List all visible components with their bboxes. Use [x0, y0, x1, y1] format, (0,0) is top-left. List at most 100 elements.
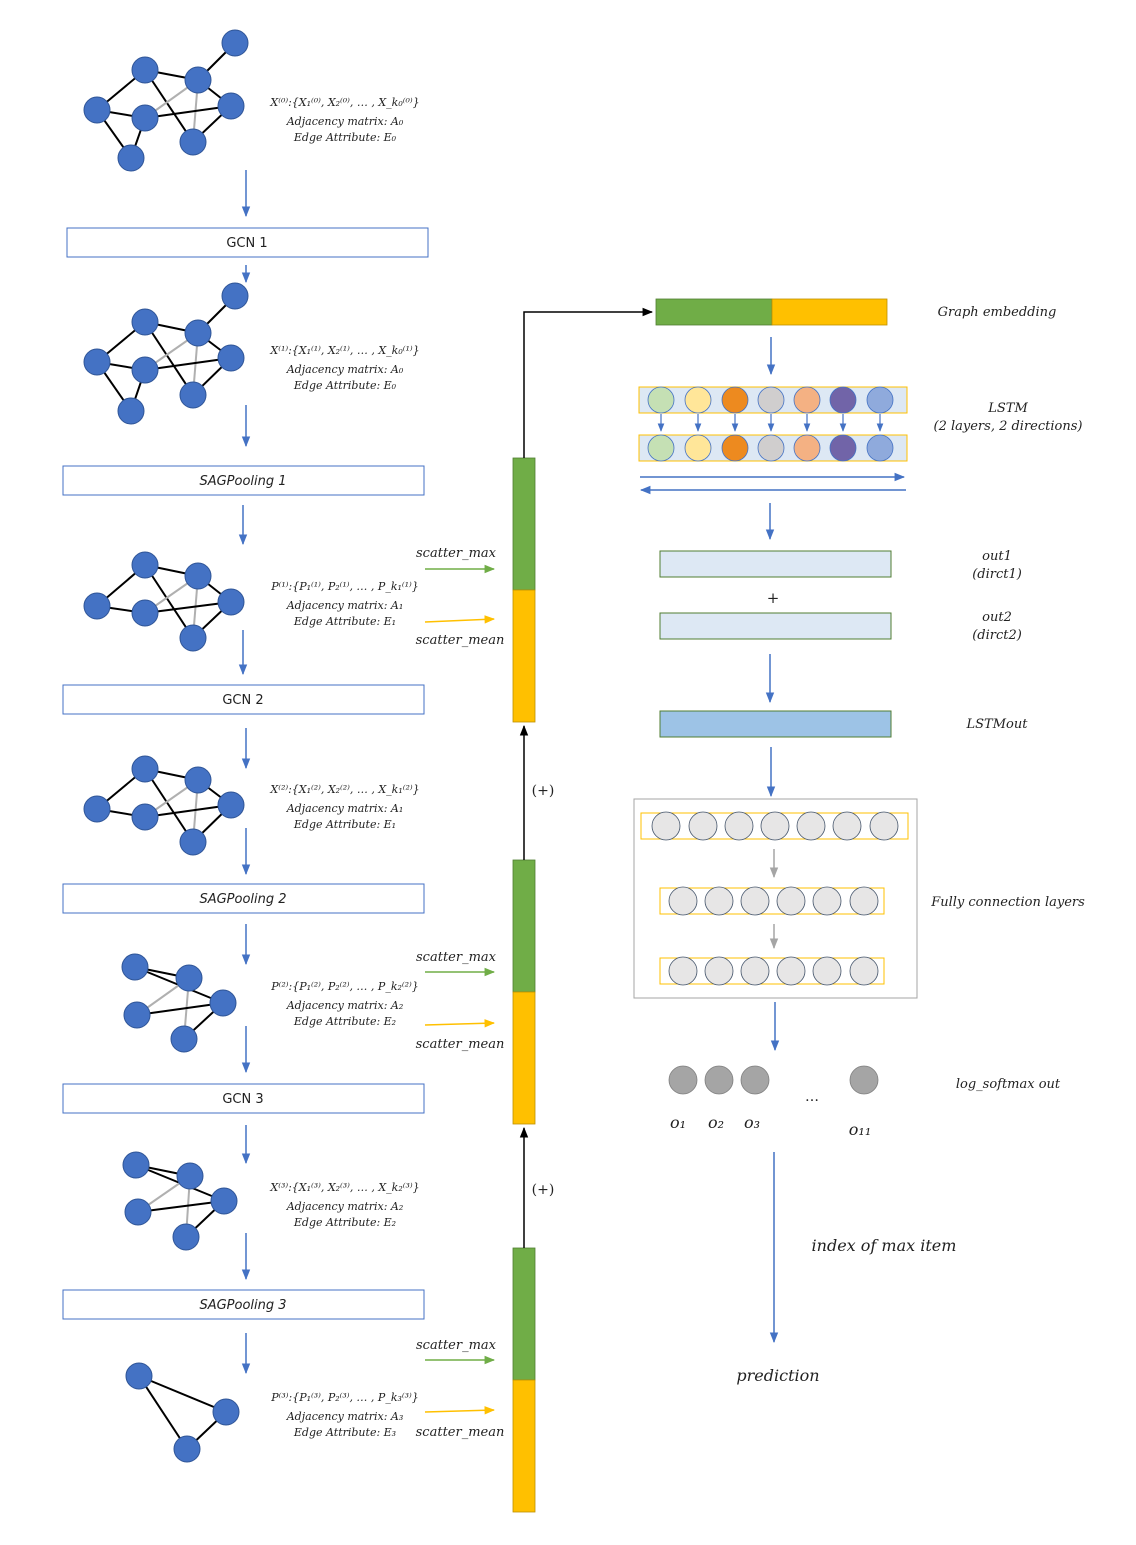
out2-label: out2 [982, 610, 1012, 625]
annotation-g1-adjacency: Adjacency matrix: A₀ [286, 363, 404, 376]
fc-neuron-layer-2 [740, 886, 770, 916]
graph-5-node [122, 1151, 150, 1179]
graph-embedding-label: Graph embedding [938, 305, 1057, 320]
graph-6-edge [138, 1375, 188, 1450]
lstm-unit-l1 [866, 386, 894, 414]
graph-1-edge [144, 357, 232, 371]
annotation-p2: P⁽²⁾:{P₁⁽²⁾, P₂⁽²⁾, … , P_k₂⁽²⁾} Adjacen… [270, 980, 418, 1028]
annotation-g2-adjacency: Adjacency matrix: A₁ [286, 802, 404, 815]
lstm-unit-l1 [721, 386, 749, 414]
lstm-unit-l2 [793, 434, 821, 462]
lstm-block [638, 386, 908, 462]
annotation-g0-adjacency: Adjacency matrix: A₀ [286, 115, 404, 128]
sum-arrows [519, 307, 654, 1248]
scatter-mean-label-1: scatter_mean [416, 633, 505, 648]
left-flow-arrows [238, 170, 251, 1375]
graph-0-node [131, 104, 159, 132]
fc-neuron-layer-3 [849, 956, 879, 986]
annotation-g1: X⁽¹⁾:{X₁⁽¹⁾, X₂⁽¹⁾, … , X_k₀⁽¹⁾} Adjacen… [269, 344, 419, 392]
graph-3-edge [144, 804, 232, 818]
annotation-g0: X⁽⁰⁾:{X₁⁽⁰⁾, X₂⁽⁰⁾, … , X_k₀⁽⁰⁾} Adjacen… [269, 96, 419, 144]
log-softmax-label: log_softmax out [956, 1077, 1061, 1092]
fc-neuron-layer-1 [796, 811, 826, 841]
graph-0-edge [144, 105, 232, 119]
gcn2-box: GCN 2 [62, 684, 425, 715]
fc-neuron-layer-1 [760, 811, 790, 841]
graph-3-node [131, 803, 159, 831]
annotation-p3: P⁽³⁾:{P₁⁽³⁾, P₂⁽³⁾, … , P_k₃⁽³⁾} Adjacen… [270, 1391, 418, 1439]
graph-2-node [131, 599, 159, 627]
arrow-to-graph-embedding [523, 307, 654, 458]
fc-neuron-layer-2 [668, 886, 698, 916]
graph-0-edge [144, 69, 194, 143]
fc-neuron-layer-3 [812, 956, 842, 986]
graph-2-edge [144, 601, 232, 614]
sagpooling3-box: SAGPooling 3 [62, 1289, 425, 1320]
gcn3-box: GCN 3 [62, 1083, 425, 1114]
graph-2-edge [144, 564, 194, 639]
graph-1-node [179, 381, 207, 409]
graph-5-node [124, 1198, 152, 1226]
graph-1-node [184, 319, 212, 347]
output-label-o2: o₂ [708, 1113, 724, 1132]
gcn3-label: GCN 3 [222, 1092, 263, 1107]
fc-neuron-layer-2 [704, 886, 734, 916]
lstm-unit-l1 [829, 386, 857, 414]
scatter-mean-label-3: scatter_mean [416, 1425, 505, 1440]
softmax-output-node [704, 1065, 734, 1095]
graph-4-node [123, 1001, 151, 1029]
fc-neuron-layer-2 [849, 886, 879, 916]
graph-3-node [217, 791, 245, 819]
out-plus-sign: + [767, 589, 780, 607]
index-of-max-label: index of max item [812, 1236, 957, 1255]
graph-4-node [209, 989, 237, 1017]
annotation-p3-adjacency: Adjacency matrix: A₃ [286, 1410, 404, 1423]
graph-0-node [83, 96, 111, 124]
plus-label-upper: (+) [532, 783, 555, 799]
graph-2-node [217, 588, 245, 616]
scatter-arrows [424, 564, 496, 1415]
annotation-g2-feature: X⁽²⁾:{X₁⁽²⁾, X₂⁽²⁾, … , X_k₁⁽²⁾} [269, 783, 419, 796]
lstm-unit-l2 [866, 434, 894, 462]
annotation-g3-feature: X⁽³⁾:{X₁⁽³⁾, X₂⁽³⁾, … , X_k₂⁽³⁾} [269, 1181, 419, 1194]
lstmout-box [659, 710, 892, 738]
lstm-unit-l1 [647, 386, 675, 414]
readout-vector-2 [512, 859, 536, 1125]
graph-5-edge [137, 1200, 225, 1213]
graph-0-node [179, 128, 207, 156]
output-label-o3: o₃ [744, 1113, 760, 1132]
right-flow-arrows [639, 337, 906, 1344]
graph-embedding-vector [655, 298, 888, 326]
graph-1-node [131, 308, 159, 336]
annotation-g3-edge: Edge Attribute: E₂ [293, 1216, 396, 1229]
softmax-output-node [668, 1065, 698, 1095]
out2-box [659, 612, 892, 640]
graph-5-node [176, 1162, 204, 1190]
output-label-o1: o₁ [670, 1113, 686, 1132]
graph-3-node [131, 755, 159, 783]
annotation-p1-adjacency: Adjacency matrix: A₁ [286, 599, 404, 612]
annotation-g3-adjacency: Adjacency matrix: A₂ [286, 1200, 404, 1213]
lstmout-label: LSTMout [966, 717, 1029, 732]
lstm-title: LSTM [987, 401, 1028, 416]
graph-0 [83, 29, 249, 172]
lstm-unit-l2 [757, 434, 785, 462]
lstm-unit-l1 [684, 386, 712, 414]
graph-3-edge [144, 768, 194, 843]
annotation-p1-feature: P⁽¹⁾:{P₁⁽¹⁾, P₂⁽¹⁾, … , P_k₁⁽¹⁾} [270, 580, 418, 593]
graph-2 [83, 551, 245, 652]
lstm-unit-l1 [757, 386, 785, 414]
annotation-p1: P⁽¹⁾:{P₁⁽¹⁾, P₂⁽¹⁾, … , P_k₁⁽¹⁾} Adjacen… [270, 580, 418, 628]
graph-4-node [121, 953, 149, 981]
out2-sub-label: (dirct2) [972, 628, 1022, 643]
graph-6-node [173, 1435, 201, 1463]
annotation-p2-edge: Edge Attribute: E₂ [293, 1015, 396, 1028]
graph-3-node [179, 828, 207, 856]
fc-neuron-layer-3 [776, 956, 806, 986]
annotation-g3: X⁽³⁾:{X₁⁽³⁾, X₂⁽³⁾, … , X_k₂⁽³⁾} Adjacen… [269, 1181, 419, 1229]
scatter-mean-arrow-2 [424, 1019, 496, 1028]
graph-2-node [131, 551, 159, 579]
out1-sub-label: (dirct1) [972, 567, 1022, 582]
gcn2-label: GCN 2 [222, 693, 263, 708]
annotation-p2-feature: P⁽²⁾:{P₁⁽²⁾, P₂⁽²⁾, … , P_k₂⁽²⁾} [270, 980, 418, 993]
